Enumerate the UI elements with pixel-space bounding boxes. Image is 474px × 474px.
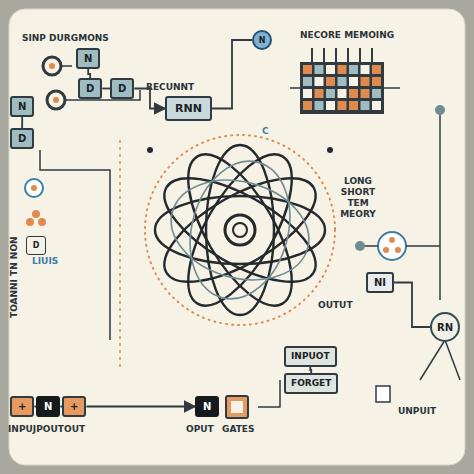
icon-circle — [25, 179, 43, 197]
dotted-orbit — [145, 135, 335, 325]
ring-dot — [53, 97, 59, 103]
part-label: LIUIS — [32, 256, 58, 267]
node-text: D — [118, 82, 126, 95]
node-text: N — [84, 52, 92, 65]
ring-dot — [49, 63, 55, 69]
operator-box: + — [10, 396, 34, 417]
node-dot — [327, 147, 333, 153]
memory-cells — [303, 65, 381, 110]
part-label: OUTUT — [318, 300, 353, 311]
part-label: INPUJPOUT — [8, 424, 64, 435]
tangle-light — [160, 150, 320, 310]
process-box: D — [110, 78, 134, 99]
side-label: TOANNI TN NON — [9, 236, 20, 318]
node-text: N — [44, 400, 52, 413]
node-text: + — [18, 400, 26, 413]
connector — [86, 406, 195, 408]
node-text: N — [18, 100, 26, 113]
node-text: N — [259, 34, 266, 47]
node-text: D — [33, 241, 40, 251]
heading-label: RECUNNT — [146, 82, 194, 93]
wire — [61, 66, 140, 100]
process-box: NI — [366, 272, 394, 293]
connector — [394, 283, 430, 328]
ring — [43, 57, 61, 75]
process-box: D — [10, 128, 34, 149]
node-text: INPUOT — [291, 350, 330, 363]
connector — [212, 40, 252, 109]
core-ring — [233, 223, 247, 237]
wire — [40, 150, 110, 340]
memory-wires — [312, 48, 372, 62]
part-label: OUT — [64, 424, 85, 435]
core-ring — [225, 215, 255, 245]
connector — [21, 117, 23, 128]
operator-box: N — [195, 396, 219, 417]
wire — [439, 110, 441, 300]
ring — [47, 91, 65, 109]
part-label: OPUT — [186, 424, 214, 435]
icon-dot — [31, 185, 37, 191]
process-box: N — [10, 96, 34, 117]
node-text: RNN — [175, 102, 202, 115]
memory-grid — [300, 62, 384, 114]
node-text: FORGET — [291, 377, 331, 390]
operator-box: N — [36, 396, 60, 417]
wire — [360, 245, 440, 247]
node-text: N — [203, 400, 211, 413]
process-box: D — [78, 78, 102, 99]
doc-icon — [376, 386, 390, 402]
wire — [258, 380, 280, 407]
part-label: GATES — [222, 424, 254, 435]
figure-dot — [26, 218, 34, 226]
flower-icon — [378, 232, 406, 260]
gate-box: INPUOT — [284, 346, 337, 367]
heading-label: NECORE MEMOING — [300, 30, 394, 41]
heading-label: SINP DURGMONS — [22, 33, 109, 44]
node-text: NI — [374, 276, 386, 289]
gate-box: FORGET — [284, 373, 338, 394]
note-label: C — [262, 126, 269, 137]
card — [9, 9, 465, 465]
connector — [102, 88, 110, 90]
node-dot — [147, 147, 153, 153]
gate-icon — [226, 396, 248, 418]
part-label: UNPUIT — [398, 406, 436, 417]
node-dot — [355, 241, 365, 251]
figure-dot — [32, 210, 40, 218]
operator-box: + — [62, 396, 86, 417]
node-text: RN — [437, 321, 453, 334]
node-circle: RN — [430, 312, 460, 342]
node-dot — [435, 105, 445, 115]
heading-label: LONG SHORT TEM MEORY — [336, 176, 380, 220]
tangle — [149, 139, 330, 320]
node-circle: N — [252, 30, 272, 50]
figure-dot — [38, 218, 46, 226]
process-box: N — [76, 48, 100, 69]
dashed-wire — [119, 140, 121, 370]
wire — [420, 340, 460, 380]
tag-box: D — [26, 236, 46, 255]
connector — [88, 69, 90, 78]
gate-icon-inner — [231, 401, 243, 413]
node-text: + — [70, 400, 78, 413]
node-text: D — [18, 132, 26, 145]
node-text: D — [86, 82, 94, 95]
wire — [290, 87, 400, 89]
rnn-box: RNN — [165, 96, 212, 121]
